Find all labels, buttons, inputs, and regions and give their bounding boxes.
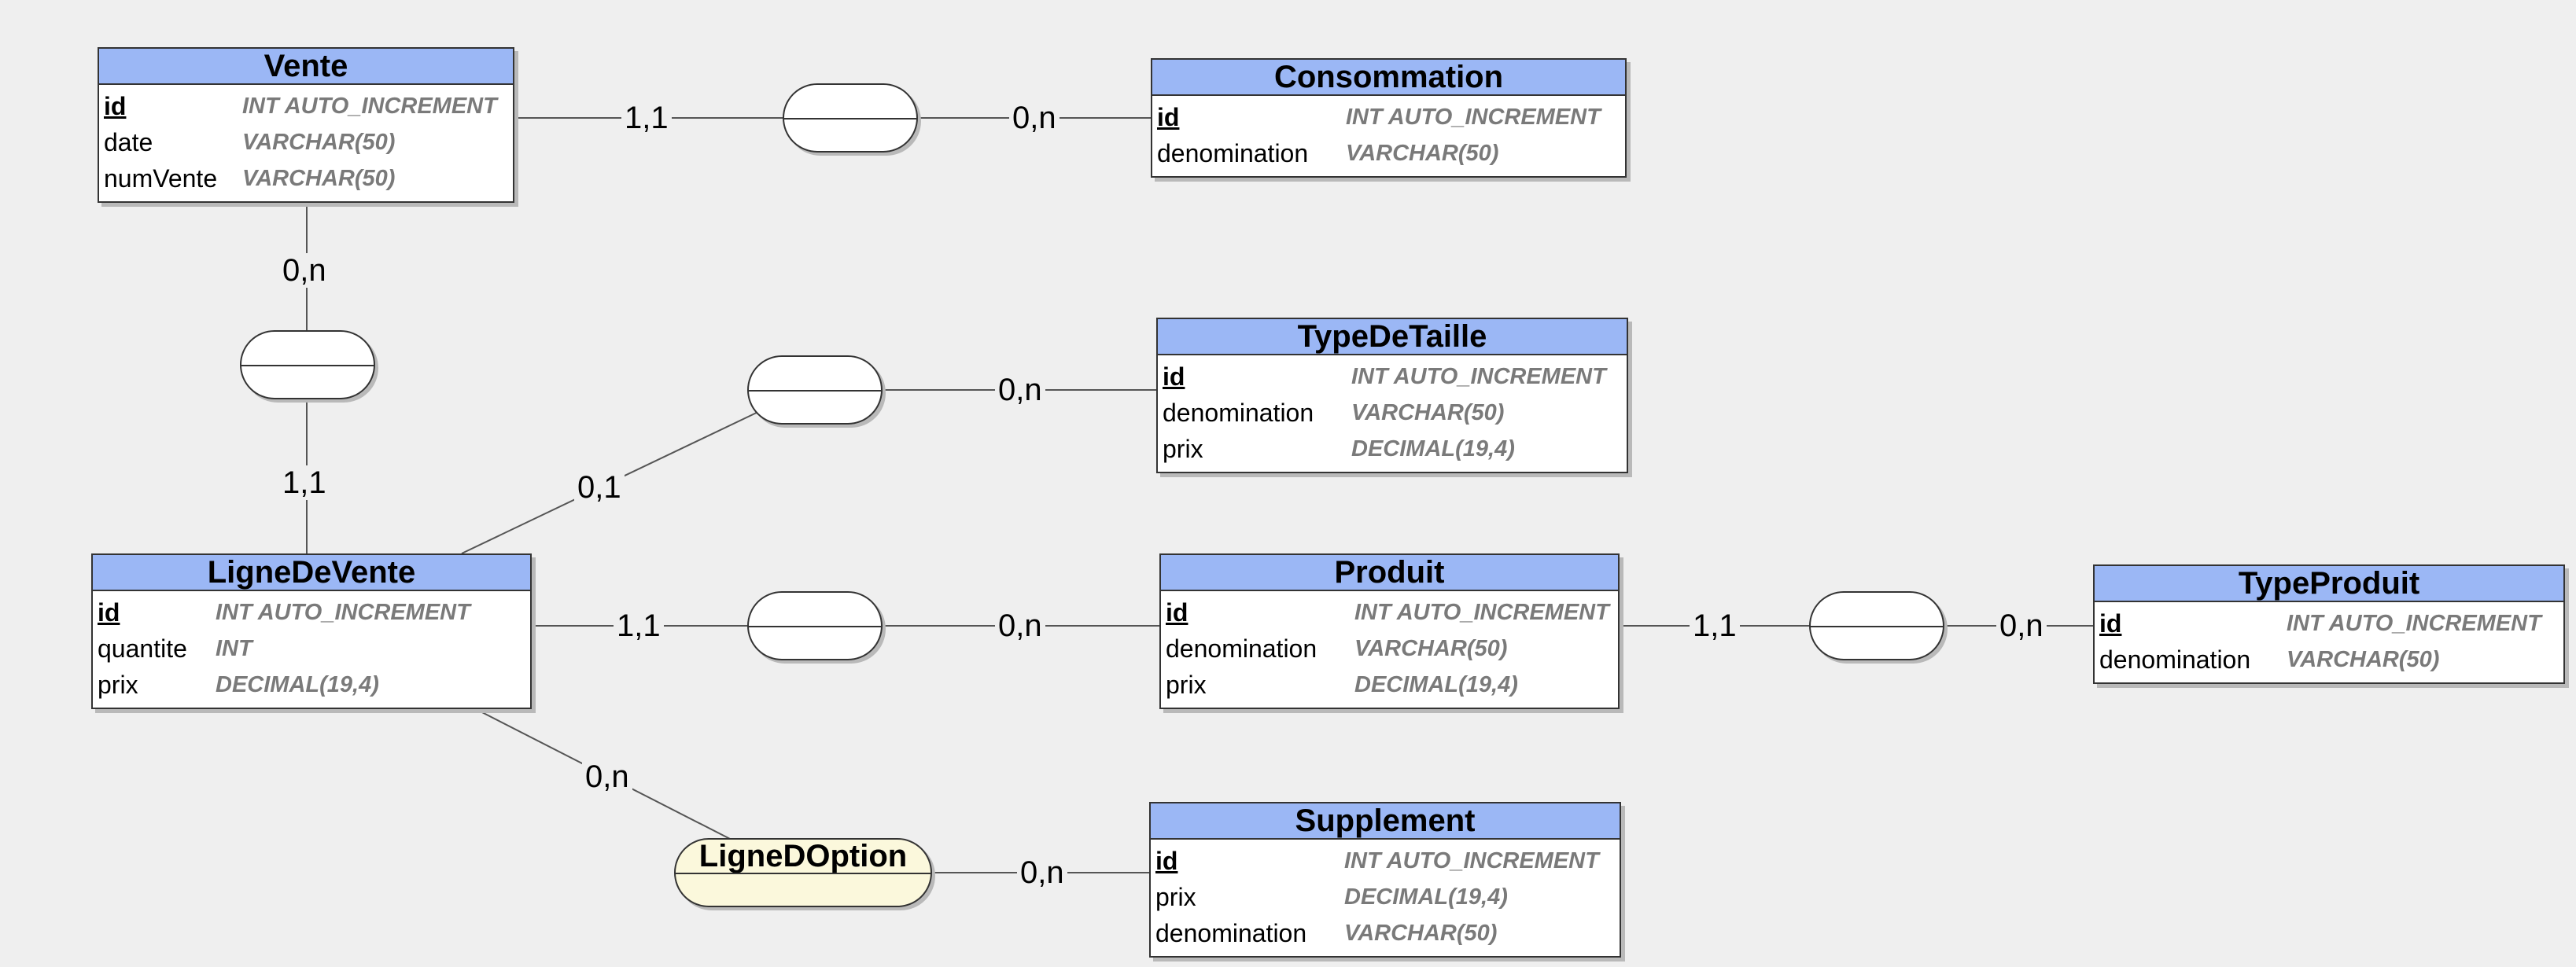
cardinality-label: 1,1: [621, 101, 672, 135]
attribute-row: denomination VARCHAR(50): [1157, 135, 1620, 171]
attribute-row: id INT AUTO_INCREMENT: [1163, 358, 1622, 395]
attribute-row: id INT AUTO_INCREMENT: [104, 88, 508, 124]
attribute-row: id INT AUTO_INCREMENT: [1157, 99, 1620, 135]
attribute-type: DECIMAL(19,4): [1344, 884, 1508, 910]
primary-key-name: id: [1157, 103, 1180, 131]
cardinality-label: 0,n: [1996, 609, 2047, 643]
attribute-row: denomination VARCHAR(50): [2099, 642, 2559, 678]
attribute-type: INT AUTO_INCREMENT: [242, 94, 497, 119]
attribute-type: VARCHAR(50): [1354, 636, 1508, 661]
attribute-type: VARCHAR(50): [1351, 400, 1505, 425]
entity-produit[interactable]: Produit id INT AUTO_INCREMENT denominati…: [1159, 553, 1620, 709]
primary-key-name: id: [98, 598, 120, 627]
attribute-type: VARCHAR(50): [242, 130, 396, 155]
cardinality-label: 1,1: [614, 609, 664, 643]
entity-title: Vente: [99, 49, 513, 85]
attribute-type: VARCHAR(50): [1346, 141, 1499, 166]
attribute-type: INT AUTO_INCREMENT: [2287, 611, 2541, 636]
cardinality-label: 0,n: [995, 609, 1045, 643]
attribute-name: prix: [1166, 671, 1207, 699]
attribute-row: numVente VARCHAR(50): [104, 160, 508, 197]
primary-key-name: id: [2099, 609, 2122, 638]
attribute-row: denomination VARCHAR(50): [1163, 395, 1622, 431]
primary-key-name: id: [1155, 847, 1178, 875]
attribute-row: prix DECIMAL(19,4): [1166, 667, 1613, 703]
attribute-name: denomination: [1155, 919, 1307, 947]
entity-title: Supplement: [1151, 803, 1620, 840]
attribute-name: numVente: [104, 164, 218, 193]
attribute-row: denomination VARCHAR(50): [1166, 631, 1613, 667]
attribute-type: INT AUTO_INCREMENT: [1351, 364, 1606, 389]
attribute-name: denomination: [1166, 634, 1317, 663]
entity-typedetaille[interactable]: TypeDeTaille id INT AUTO_INCREMENT denom…: [1156, 318, 1628, 473]
entity-title: Consommation: [1152, 60, 1625, 96]
attribute-row: quantite INT: [98, 631, 525, 667]
attribute-type: VARCHAR(50): [2287, 647, 2440, 672]
attribute-name: prix: [1155, 883, 1196, 911]
attribute-name: denomination: [2099, 645, 2251, 674]
cardinality-label: 0,n: [995, 373, 1045, 407]
entity-lignedevente[interactable]: LigneDeVente id INT AUTO_INCREMENT quant…: [91, 553, 532, 709]
attribute-type: INT AUTO_INCREMENT: [216, 600, 470, 625]
entity-title: TypeDeTaille: [1158, 319, 1627, 355]
entity-vente[interactable]: Vente id INT AUTO_INCREMENT date VARCHAR…: [98, 47, 514, 203]
cardinality-label: 0,n: [1017, 855, 1067, 890]
attribute-row: id INT AUTO_INCREMENT: [1166, 594, 1613, 631]
entity-title: Produit: [1161, 555, 1618, 591]
relationship-label: LigneDOption: [698, 839, 908, 873]
relationship-vente-lignedevente[interactable]: [240, 330, 375, 399]
cardinality-label: 1,1: [1690, 609, 1740, 643]
attribute-name: denomination: [1163, 399, 1314, 427]
entity-typeproduit[interactable]: TypeProduit id INT AUTO_INCREMENT denomi…: [2093, 564, 2565, 684]
cardinality-label: 0,n: [279, 253, 330, 288]
entity-supplement[interactable]: Supplement id INT AUTO_INCREMENT prix DE…: [1149, 802, 1621, 958]
cardinality-label: 0,n: [582, 759, 632, 794]
cardinality-label: 0,1: [574, 470, 625, 505]
attribute-name: prix: [1163, 435, 1203, 463]
entity-title: LigneDeVente: [93, 555, 530, 591]
entity-consommation[interactable]: Consommation id INT AUTO_INCREMENT denom…: [1151, 58, 1627, 178]
entity-title: TypeProduit: [2095, 566, 2563, 602]
primary-key-name: id: [1163, 362, 1185, 391]
attribute-type: DECIMAL(19,4): [216, 672, 379, 697]
cardinality-label: 0,n: [1009, 101, 1060, 135]
attribute-type: VARCHAR(50): [1344, 921, 1498, 946]
attribute-row: prix DECIMAL(19,4): [98, 667, 525, 703]
attribute-type: INT AUTO_INCREMENT: [1344, 848, 1599, 873]
attribute-name: quantite: [98, 634, 187, 663]
attribute-row: date VARCHAR(50): [104, 124, 508, 160]
attribute-type: INT: [216, 636, 252, 661]
attribute-row: id INT AUTO_INCREMENT: [2099, 605, 2559, 642]
attribute-type: DECIMAL(19,4): [1354, 672, 1518, 697]
primary-key-name: id: [1166, 598, 1188, 627]
attribute-row: denomination VARCHAR(50): [1155, 915, 1615, 951]
relationship-vente-consommation[interactable]: [783, 83, 918, 153]
attribute-type: DECIMAL(19,4): [1351, 436, 1515, 461]
attribute-row: prix DECIMAL(19,4): [1163, 431, 1622, 467]
attribute-row: id INT AUTO_INCREMENT: [1155, 843, 1615, 879]
cardinality-label: 1,1: [279, 465, 330, 500]
relationship-ligne-d-option[interactable]: LigneDOption: [674, 838, 932, 907]
attribute-name: denomination: [1157, 139, 1309, 167]
attribute-row: prix DECIMAL(19,4): [1155, 879, 1615, 915]
relationship-lignedevente-typedetaille[interactable]: [747, 355, 883, 425]
relationship-produit-typeproduit[interactable]: [1809, 591, 1944, 660]
relationship-lignedevente-produit[interactable]: [747, 591, 883, 660]
attribute-type: INT AUTO_INCREMENT: [1354, 600, 1609, 625]
attribute-name: prix: [98, 671, 138, 699]
primary-key-name: id: [104, 92, 127, 120]
attribute-name: date: [104, 128, 153, 156]
attribute-row: id INT AUTO_INCREMENT: [98, 594, 525, 631]
attribute-type: INT AUTO_INCREMENT: [1346, 105, 1601, 130]
attribute-type: VARCHAR(50): [242, 166, 396, 191]
